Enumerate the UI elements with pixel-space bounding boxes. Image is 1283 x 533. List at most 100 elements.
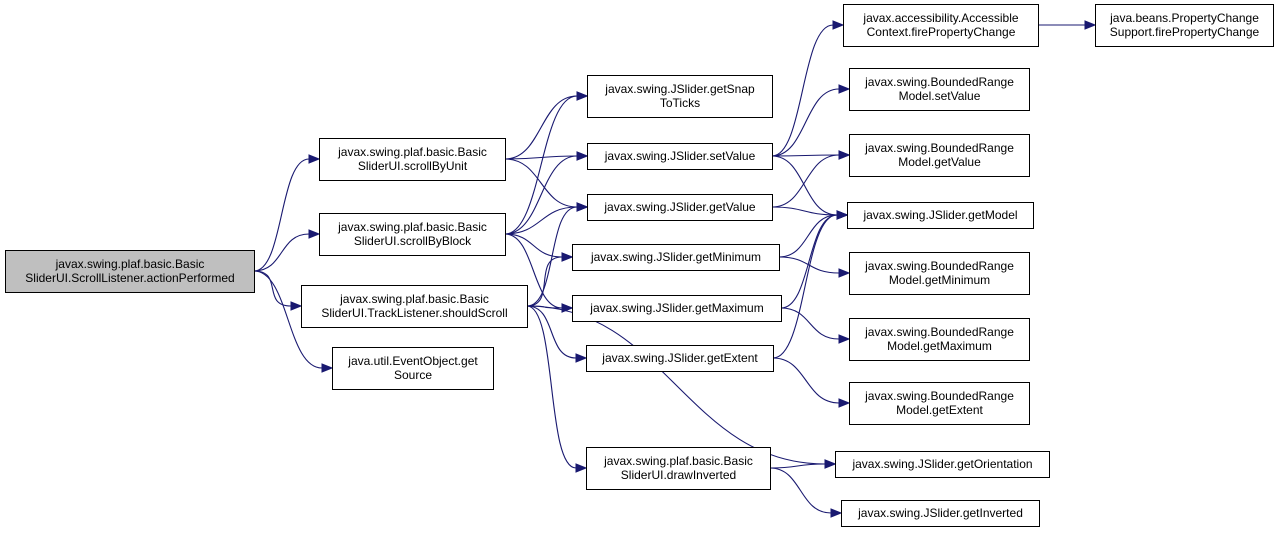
node-javax-swing-plaf-basic-basicsliderui-scrollbyblock[interactable]: javax.swing.plaf.basic.BasicSliderUI.scr… (319, 213, 506, 256)
edge-n6-n12 (771, 24, 834, 157)
edge-n2-n8 (504, 233, 563, 258)
edge-n11-n19 (769, 463, 826, 469)
node-label: javax.swing.plaf.basic.Basic (337, 145, 487, 159)
edge-n10-n18 (772, 357, 840, 404)
node-javax-swing-jslider-getvalue[interactable]: javax.swing.JSlider.getValue (587, 194, 773, 221)
node-label: Model.setValue (899, 89, 981, 103)
node-label: javax.swing.JSlider.getSnap (604, 82, 755, 96)
node-box (5, 250, 255, 293)
edge-n9-n17 (780, 307, 840, 340)
node-label: SliderUI.drawInverted (621, 468, 736, 482)
node-label: Model.getValue (898, 155, 981, 169)
node-label: Support.firePropertyChange (1110, 25, 1260, 39)
arrowhead-n3-n10 (575, 353, 588, 363)
edge-n3-n10 (526, 305, 577, 359)
node-label: Model.getMinimum (889, 273, 990, 287)
node-label: javax.swing.JSlider.getValue (603, 200, 756, 214)
node-box (847, 202, 1034, 229)
arrowhead-n11-n20 (830, 508, 843, 518)
node-label: SliderUI.scrollByBlock (354, 234, 472, 248)
node-box (587, 75, 773, 118)
node-javax-swing-jslider-getmaximum[interactable]: javax.swing.JSlider.getMaximum (572, 295, 782, 322)
edge-n11-n20 (769, 467, 832, 514)
arrowhead-n0-n4 (321, 363, 334, 373)
node-javax-swing-plaf-basic-basicsliderui-drawinverted[interactable]: javax.swing.plaf.basic.BasicSliderUI.dra… (586, 447, 771, 490)
node-label: Model.getExtent (896, 403, 983, 417)
node-label: Context.firePropertyChange (867, 25, 1016, 39)
edge-n3-n19 (526, 305, 826, 465)
edge-n1-n7 (504, 158, 578, 208)
node-box (849, 382, 1030, 425)
edge-n2-n9 (504, 233, 563, 309)
arrowhead-n7-n14 (838, 150, 851, 160)
edge-n0-n2 (253, 233, 310, 272)
node-label: javax.swing.BoundedRange (864, 325, 1014, 339)
node-label: SliderUI.TrackListener.shouldScroll (321, 306, 507, 320)
arrowhead-n2-n6 (576, 151, 589, 161)
node-label: SliderUI.ScrollListener.actionPerformed (25, 271, 234, 285)
node-label: javax.swing.JSlider.getExtent (601, 351, 758, 365)
edge-n7-n14 (771, 154, 840, 208)
node-java-beans-propertychangesupport-firepropertychange[interactable]: java.beans.PropertyChangeSupport.firePro… (1095, 4, 1274, 47)
arrowhead-n0-n1 (308, 154, 321, 164)
node-label: java.beans.PropertyChange (1109, 11, 1259, 25)
edge-n10-n15 (772, 214, 838, 359)
node-label: javax.swing.plaf.basic.Basic (337, 220, 487, 234)
edge-n9-n15 (780, 214, 838, 309)
arrowhead-n8-n16 (838, 268, 851, 278)
node-box (301, 285, 528, 328)
node-javax-swing-jslider-getminimum[interactable]: javax.swing.JSlider.getMinimum (572, 244, 780, 271)
edge-n8-n15 (778, 214, 838, 258)
node-javax-accessibility-accessiblecontext-firepropertychange[interactable]: javax.accessibility.AccessibleContext.fi… (843, 4, 1039, 47)
node-label: javax.swing.plaf.basic.Basic (55, 257, 205, 271)
node-label: javax.accessibility.Accessible (862, 11, 1018, 25)
node-box (586, 345, 774, 372)
node-javax-swing-jslider-getmodel[interactable]: javax.swing.JSlider.getModel (847, 202, 1034, 229)
edge-n7-n15 (771, 206, 838, 216)
node-box (572, 295, 782, 322)
arrowhead-n3-n8 (561, 252, 574, 262)
edge-n0-n3 (253, 270, 292, 307)
node-label: javax.swing.plaf.basic.Basic (339, 292, 489, 306)
edge-n0-n1 (253, 158, 310, 272)
arrowhead-n10-n18 (838, 398, 851, 408)
node-javax-swing-jslider-getextent[interactable]: javax.swing.JSlider.getExtent (586, 345, 774, 372)
node-javax-swing-jslider-getorientation[interactable]: javax.swing.JSlider.getOrientation (835, 451, 1050, 478)
edge-n6-n14 (771, 154, 840, 157)
arrowhead-n0-n2 (308, 229, 321, 239)
node-label: Source (394, 368, 432, 382)
node-box (572, 244, 780, 271)
nodes-layer: javax.swing.plaf.basic.BasicSliderUI.Scr… (5, 4, 1274, 527)
node-box (849, 318, 1030, 361)
node-label: javax.swing.JSlider.getMinimum (590, 250, 761, 264)
arrowhead-n10-n15 (836, 210, 849, 220)
node-box (849, 134, 1030, 177)
node-box (587, 143, 773, 170)
node-javax-swing-plaf-basic-basicsliderui-tracklistener-shouldscroll[interactable]: javax.swing.plaf.basic.BasicSliderUI.Tra… (301, 285, 528, 328)
node-box (319, 213, 506, 256)
edge-n2-n5 (504, 95, 578, 235)
node-box (835, 451, 1050, 478)
node-label: javax.swing.JSlider.getOrientation (851, 457, 1032, 471)
node-javax-swing-plaf-basic-basicsliderui-scrollbyunit[interactable]: javax.swing.plaf.basic.BasicSliderUI.scr… (319, 138, 506, 181)
edge-n3-n11 (526, 305, 577, 469)
arrowhead-n6-n12 (832, 20, 845, 30)
node-javax-swing-plaf-basic-basicsliderui-scrolllistener-actionperformed[interactable]: javax.swing.plaf.basic.BasicSliderUI.Scr… (5, 250, 255, 293)
node-label: java.util.EventObject.get (347, 354, 478, 368)
edge-n3-n8 (526, 256, 563, 307)
node-label: javax.swing.BoundedRange (864, 75, 1014, 89)
node-javax-swing-jslider-setvalue[interactable]: javax.swing.JSlider.setValue (587, 143, 773, 170)
node-label: javax.swing.plaf.basic.Basic (603, 454, 753, 468)
node-javax-swing-jslider-getinverted[interactable]: javax.swing.JSlider.getInverted (841, 500, 1040, 527)
node-label: javax.swing.JSlider.getInverted (857, 506, 1023, 520)
edge-n3-n7 (526, 206, 578, 307)
node-label: Model.getMaximum (887, 339, 992, 353)
arrowhead-n9-n17 (838, 334, 851, 344)
